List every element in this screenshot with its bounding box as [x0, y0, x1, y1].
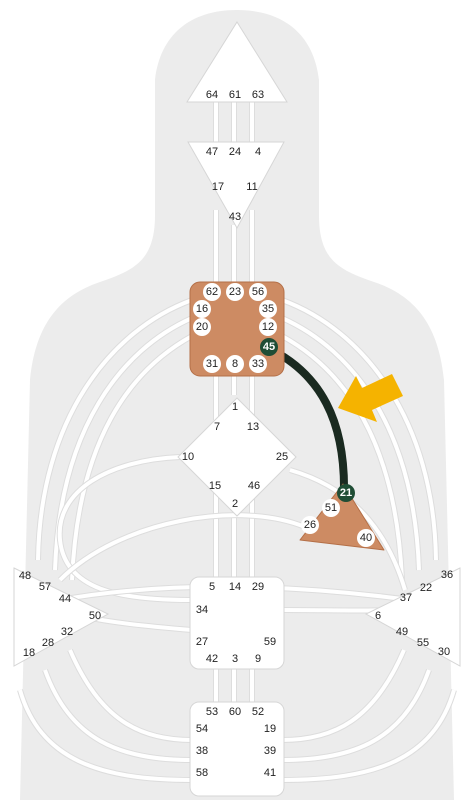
gate-label: 52: [252, 706, 264, 718]
gate-label: 60: [229, 706, 241, 718]
gate-label: 48: [19, 570, 31, 582]
channel-arcs-left: [17, 297, 194, 783]
arrow-icon: [338, 374, 403, 422]
gate-label: 25: [276, 451, 288, 463]
gate-label: 9: [255, 653, 261, 665]
gate-label: 4: [255, 146, 261, 158]
gate-label: 17: [212, 181, 224, 193]
gate-label: 5: [209, 581, 215, 593]
g-center[interactable]: [177, 397, 297, 517]
gate-label: 47: [206, 146, 218, 158]
head-center[interactable]: [186, 21, 288, 103]
gate-label: 31: [206, 358, 218, 370]
gate-labels: 64 61 63 47 24 4 17 11 43 62 23 56 16 35…: [19, 89, 453, 779]
gate-label: 59: [264, 636, 276, 648]
gate-label: 57: [39, 581, 51, 593]
gate-label: 28: [42, 637, 54, 649]
gate-label: 22: [420, 582, 432, 594]
gate-label-activated: 45: [263, 341, 275, 353]
solar-plexus-center[interactable]: [364, 567, 461, 667]
gate-label: 29: [252, 581, 264, 593]
gate-label: 37: [400, 592, 412, 604]
gate-label: 61: [229, 89, 241, 101]
gate-label: 30: [438, 646, 450, 658]
gate-label: 43: [229, 211, 241, 223]
gate-label: 32: [61, 626, 73, 638]
gate-label: 34: [196, 604, 208, 616]
gate-label: 8: [232, 358, 238, 370]
gate-label: 62: [206, 286, 218, 298]
gate-label-activated: 21: [340, 487, 352, 499]
gate-label: 56: [252, 286, 264, 298]
gate-label: 6: [375, 610, 381, 622]
gate-label: 26: [304, 519, 316, 531]
gate-label: 11: [246, 181, 257, 193]
gate-label: 27: [196, 636, 208, 648]
gate-label: 20: [196, 321, 208, 333]
gate-label: 12: [262, 321, 274, 333]
gate-label: 1: [232, 401, 238, 413]
heart-gate-circles: [301, 484, 375, 547]
channel-head-ajna: [213, 102, 255, 145]
gate-label: 35: [262, 303, 274, 315]
gate-label: 10: [182, 451, 194, 463]
gate-label: 54: [196, 723, 208, 735]
gate-label: 18: [23, 647, 35, 659]
gate-label: 3: [232, 653, 238, 665]
gate-label: 24: [229, 146, 241, 158]
gate-label: 53: [206, 706, 218, 718]
ajna-center[interactable]: [187, 141, 285, 230]
channel-g-sacral: [213, 490, 255, 580]
gate-label: 19: [264, 723, 276, 735]
gate-label: 51: [325, 502, 337, 514]
channel-45-21: [268, 346, 349, 496]
gate-label: 46: [248, 480, 260, 492]
gate-label: 2: [232, 498, 238, 510]
gate-label: 44: [59, 593, 71, 605]
gate-label: 38: [196, 745, 208, 757]
gate-label: 58: [196, 767, 208, 779]
gate-label: 14: [229, 581, 241, 593]
gate-label: 33: [252, 358, 264, 370]
gate-label: 55: [417, 637, 429, 649]
gate-label: 50: [89, 610, 101, 622]
gate-label: 63: [252, 89, 264, 101]
sacral-center[interactable]: [189, 576, 285, 670]
gate-label: 23: [229, 286, 241, 298]
gate-label: 7: [214, 421, 220, 433]
channel-sacral-root: [213, 667, 255, 705]
gate-label: 40: [360, 532, 372, 544]
spleen-center[interactable]: [13, 567, 110, 667]
throat-gate-circles: [193, 283, 278, 373]
gate-label: 16: [196, 303, 208, 315]
gate-label: 64: [206, 89, 218, 101]
channels: [17, 102, 457, 783]
gate-label: 39: [264, 745, 276, 757]
gate-label: 41: [264, 767, 276, 779]
gate-label: 36: [441, 569, 453, 581]
gate-label: 49: [396, 626, 408, 638]
channel-ajna-throat: [213, 210, 255, 285]
root-center[interactable]: [189, 701, 285, 797]
gate-label: 15: [209, 480, 221, 492]
gate-label: 13: [247, 421, 259, 433]
gate-label: 42: [206, 653, 218, 665]
